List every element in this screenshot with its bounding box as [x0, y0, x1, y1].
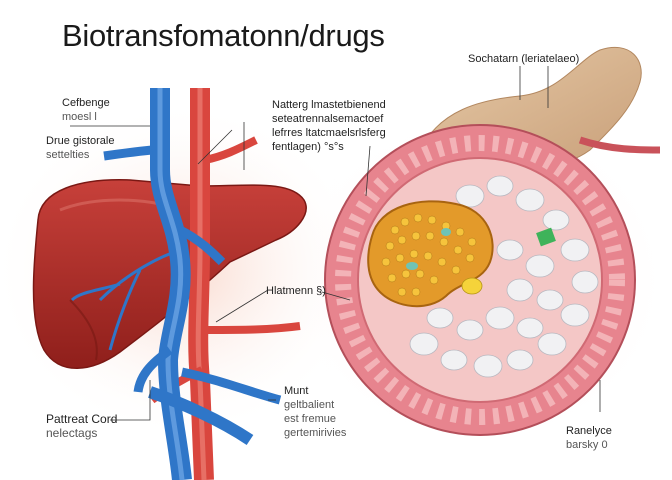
right-leader-lines — [321, 66, 601, 412]
label-line: seteatrennalsemactoef — [272, 113, 384, 125]
label-line: Ranelyce — [566, 425, 612, 437]
label-line: Natterg lmastetbienend — [272, 99, 386, 111]
lobules — [409, 175, 599, 378]
label-ranelyce: Ranelyce barsky 0 — [566, 424, 612, 452]
kidney-cross-section — [324, 124, 636, 436]
liver — [32, 179, 307, 369]
left-leader-lines — [70, 122, 276, 421]
yellow-granule — [461, 277, 483, 295]
label-line: Hlatmenn §) — [266, 285, 326, 297]
label-line: gertemirivies — [284, 427, 347, 439]
label-top-center: Natterg lmastetbienend seteatrennalsemac… — [272, 98, 386, 154]
label-pattreat-cord: Pattreat Cord nelectags — [46, 412, 117, 440]
teal-granule — [406, 262, 418, 270]
label-hlatmenn: Hlatmenn §) — [266, 284, 326, 298]
label-line: Drue gistorale — [46, 135, 115, 147]
label-line: Sochatarn (leriatelaeo) — [468, 53, 580, 65]
label-line: moesl l — [62, 111, 97, 123]
label-line: geltbalient — [284, 399, 335, 411]
label-sochatarn: Sochatarn (leriatelaeo) — [468, 52, 579, 66]
teal-granule — [441, 228, 451, 236]
page-title: Biotransfomatonn/drugs — [62, 18, 385, 53]
label-line: barsky 0 — [566, 439, 608, 451]
liver-group — [32, 179, 307, 369]
label-line: Munt — [284, 385, 309, 397]
label-drugs-side: Drue gistorale settelties — [46, 134, 114, 162]
label-line: settelties — [46, 149, 90, 161]
label-line: nelectags — [46, 426, 98, 440]
label-line: Pattreat Cord — [46, 412, 118, 426]
green-cell — [536, 227, 556, 247]
label-munt: Munt geltbalient est fremue gertemirivie… — [284, 384, 346, 440]
label-line: Cefbenge — [62, 97, 110, 109]
vein — [103, 88, 282, 480]
label-line: est fremue — [284, 413, 336, 425]
label-line: lefrres ltatcmaelsrlsferg — [272, 127, 386, 139]
label-cefbenge: Cefbenge moesl l — [62, 96, 110, 124]
label-line: fentlagen) °s°s — [272, 141, 344, 153]
